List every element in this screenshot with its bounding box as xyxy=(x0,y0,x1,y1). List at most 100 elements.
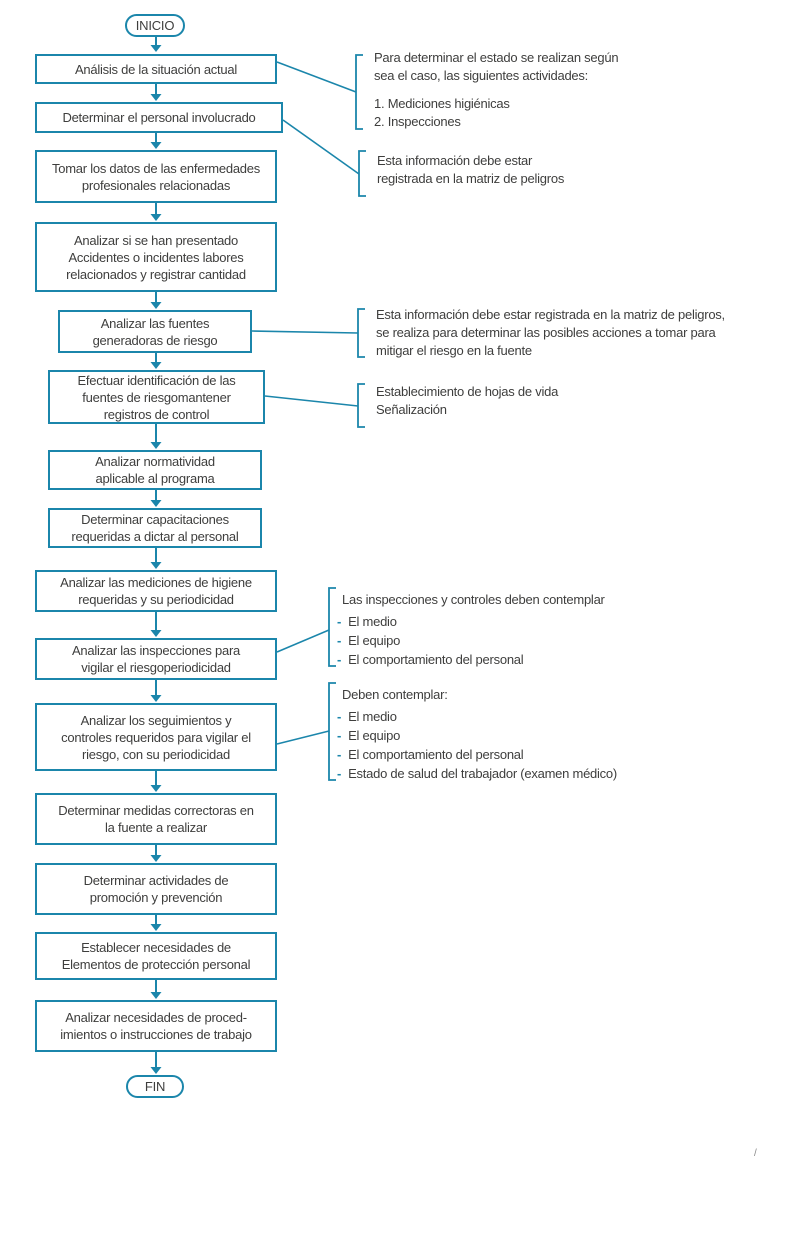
note-text: se realiza para determinar las posibles … xyxy=(376,325,716,340)
step-text: Analizar si se han presentado xyxy=(73,232,239,248)
step-procedimientos-instrucciones: Analizar necesidades de proced- imientos… xyxy=(35,1000,277,1052)
dash-bullet: - xyxy=(337,728,342,743)
step-personal-involucrado: Determinar el personal involucrado xyxy=(35,102,283,133)
note-item-text: Estado de salud del trabajador (examen m… xyxy=(348,766,617,781)
step-text: Determinar capacitaciones xyxy=(81,512,229,527)
note-text: sea el caso, las siguientes actividades: xyxy=(374,68,589,83)
step-text: Tomar los datos de las enfermedades xyxy=(51,160,261,176)
flow-arrow-down-icon xyxy=(150,353,162,369)
step-text: requeridas a dictar al personal xyxy=(71,529,239,544)
note-inspecciones-contemplar: Las inspecciones y controles deben conte… xyxy=(337,591,605,669)
note-bracket xyxy=(357,308,365,358)
note-bracket xyxy=(355,54,363,130)
note-item-text: El comportamiento del personal xyxy=(348,747,524,762)
note-list-item: 2. Inspecciones xyxy=(374,114,461,129)
step-text: Analizar las mediciones de higiene xyxy=(60,575,252,590)
note-text: mitigar el riesgo en la fuente xyxy=(376,343,532,358)
note-matriz-peligros: Esta información debe estar registrada e… xyxy=(377,152,564,188)
step-text: relacionados y registrar cantidad xyxy=(66,266,246,282)
step-datos-enfermedades: Tomar los datos de las enfermedades prof… xyxy=(35,150,277,203)
note-connector-line xyxy=(264,395,359,407)
note-connector-line xyxy=(276,730,330,745)
step-seguimientos-controles: Analizar los seguimientos y controles re… xyxy=(35,703,277,771)
step-text: controles requeridos para vigilar el xyxy=(61,729,251,745)
step-text: requeridas y su periodicidad xyxy=(78,592,234,607)
terminal-inicio-label: INICIO xyxy=(135,18,175,33)
note-header: Las inspecciones y controles deben conte… xyxy=(342,592,605,607)
step-identificacion-fuentes: Efectuar identificación de las fuentes d… xyxy=(48,370,265,424)
step-promocion-prevencion: Determinar actividades de promoción y pr… xyxy=(35,863,277,915)
flow-arrow-down-icon xyxy=(150,1052,162,1074)
note-spacer xyxy=(374,85,618,95)
step-text: Efectuar identificación de las xyxy=(77,372,236,388)
flow-arrow-down-icon xyxy=(150,548,162,569)
note-list-item: - El comportamiento del personal xyxy=(337,745,617,764)
step-text: Determinar el personal involucrado xyxy=(62,110,256,125)
step-text: Analizar las inspecciones para xyxy=(71,643,241,658)
note-connector-line xyxy=(251,330,359,334)
note-text: Señalización xyxy=(376,402,447,417)
note-bracket xyxy=(328,682,336,781)
flow-arrow-down-icon xyxy=(150,490,162,507)
note-bracket xyxy=(328,587,336,667)
note-text: Para determinar el estado se realizan se… xyxy=(374,50,619,65)
note-connector-line xyxy=(276,61,357,93)
step-medidas-correctoras: Determinar medidas correctoras en la fue… xyxy=(35,793,277,845)
step-text: Analizar las fuentes xyxy=(100,315,210,331)
step-text: vigilar el riesgoperiodicidad xyxy=(81,660,231,675)
note-item-text: El medio xyxy=(348,614,397,629)
flow-arrow-down-icon xyxy=(150,680,162,702)
note-item-text: El comportamiento del personal xyxy=(348,652,524,667)
step-mediciones-higiene: Analizar las mediciones de higiene reque… xyxy=(35,570,277,612)
flow-arrow-down-icon xyxy=(150,203,162,221)
step-text: profesionales relacionadas xyxy=(81,177,231,193)
note-list-item: - El comportamiento del personal xyxy=(337,650,605,669)
step-normatividad: Analizar normatividad aplicable al progr… xyxy=(48,450,262,490)
step-inspecciones: Analizar las inspecciones para vigilar e… xyxy=(35,638,277,680)
step-text: aplicable al programa xyxy=(95,471,215,486)
note-list-item: - El medio xyxy=(337,707,617,726)
flow-arrow-down-icon xyxy=(150,980,162,999)
step-text: Elementos de protección personal xyxy=(61,957,251,972)
note-list-item: 1. Mediciones higiénicas xyxy=(374,96,510,111)
note-text: registrada en la matriz de peligros xyxy=(377,171,565,186)
flow-arrow-down-icon xyxy=(150,292,162,309)
note-list-item: - El medio xyxy=(337,612,605,631)
dash-bullet: - xyxy=(337,614,342,629)
flow-arrow-down-icon xyxy=(150,612,162,637)
flow-arrow-down-icon xyxy=(150,424,162,449)
note-connector-line xyxy=(276,629,330,653)
note-bracket xyxy=(357,383,365,428)
terminal-fin-label: FIN xyxy=(144,1079,166,1094)
note-actividades-estado: Para determinar el estado se realizan se… xyxy=(374,49,619,131)
step-capacitaciones: Determinar capacitaciones requeridas a d… xyxy=(48,508,262,548)
flow-arrow-down-icon xyxy=(150,37,162,52)
terminal-fin: FIN xyxy=(126,1075,184,1098)
note-list-item: - Estado de salud del trabajador (examen… xyxy=(337,764,617,783)
step-text: la fuente a realizar xyxy=(105,820,207,835)
step-text: Determinar medidas correctoras en xyxy=(58,803,254,818)
dash-bullet: - xyxy=(337,766,342,781)
note-seguimientos-contemplar: Deben contemplar: - El medio - El equipo… xyxy=(337,686,617,783)
step-text: Analizar los seguimientos y xyxy=(80,712,232,728)
step-accidentes-incidentes: Analizar si se han presentado Accidentes… xyxy=(35,222,277,292)
note-text: Esta información debe estar registrada e… xyxy=(376,307,725,322)
note-list-item: - El equipo xyxy=(337,726,617,745)
flow-arrow-down-icon xyxy=(150,84,162,101)
step-text: Establecer necesidades de xyxy=(81,940,231,955)
flow-arrow-down-icon xyxy=(150,845,162,862)
dash-bullet: - xyxy=(337,709,342,724)
note-header: Deben contemplar: xyxy=(342,687,448,702)
step-text: Analizar normatividad xyxy=(95,454,215,469)
step-text: riesgo, con su periodicidad xyxy=(82,746,230,762)
note-connector-line xyxy=(282,119,360,175)
step-text: Analizar necesidades de proced- xyxy=(65,1010,247,1025)
step-text: fuentes de riesgomantener xyxy=(82,389,231,405)
note-hojas-vida: Establecimiento de hojas de vida Señaliz… xyxy=(376,383,558,419)
step-text: registros de control xyxy=(103,406,210,422)
note-text: Establecimiento de hojas de vida xyxy=(376,384,559,399)
dash-bullet: - xyxy=(337,747,342,762)
stray-mark: / xyxy=(754,1148,757,1159)
